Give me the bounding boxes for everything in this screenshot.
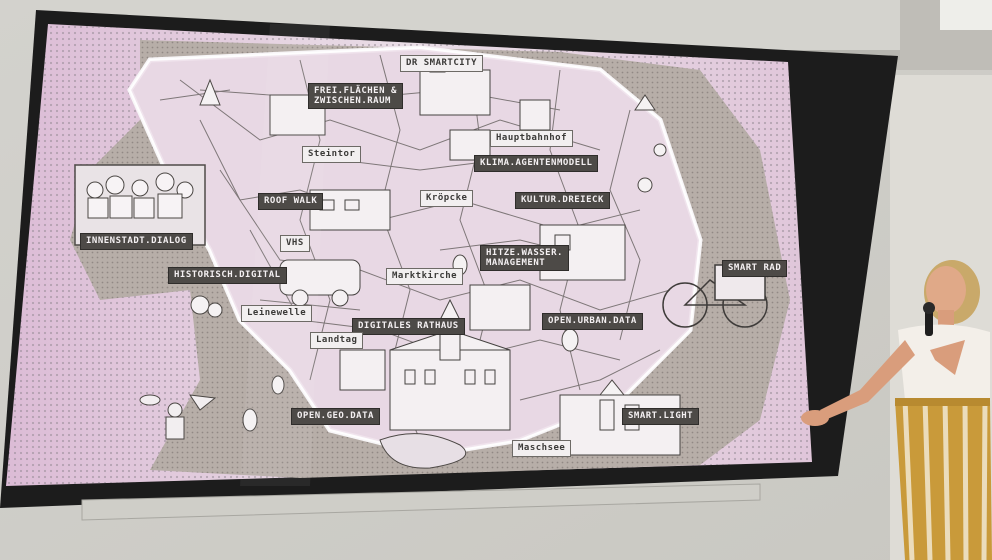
label-roof-walk: ROOF WALK bbox=[258, 193, 324, 210]
label-hitze-wasser-management: HITZE.WASSER. MANAGEMENT bbox=[480, 245, 569, 271]
building-clusters bbox=[269, 59, 681, 456]
label-landtag: Landtag bbox=[310, 332, 364, 349]
label-kultur-dreieck: KULTUR.DREIECK bbox=[515, 192, 610, 209]
label-historisch-digital: HISTORISCH.DIGITAL bbox=[168, 267, 287, 284]
label-open-urban-data: OPEN.URBAN.DATA bbox=[542, 313, 643, 330]
maschsee-water bbox=[379, 433, 467, 469]
label-klima-agentenmodell: KLIMA.AGENTENMODELL bbox=[474, 155, 599, 172]
innenstadt-crowd-illustration bbox=[86, 172, 194, 219]
label-hauptbahnhof: Hauptbahnhof bbox=[490, 130, 574, 147]
screen-bottom-bar bbox=[81, 483, 761, 521]
label-steintor: Steintor bbox=[302, 146, 362, 163]
presenter bbox=[801, 260, 992, 560]
label-frei-flaechen: FREI.FLÄCHEN & ZWISCHEN.RAUM bbox=[308, 83, 403, 109]
label-kroepcke: Kröpcke bbox=[420, 190, 474, 207]
city-core-tint bbox=[130, 48, 700, 455]
label-open-geo-data: OPEN.GEO.DATA bbox=[291, 408, 380, 425]
label-smart-light: SMART.LIGHT bbox=[622, 408, 700, 425]
projector-beam-highlight bbox=[240, 24, 330, 486]
label-maschsee: Maschsee bbox=[512, 440, 572, 457]
label-smart-rad: SMART RAD bbox=[722, 260, 788, 277]
label-dr-smartcity: DR SMARTCITY bbox=[400, 55, 484, 72]
figure-with-kite bbox=[139, 394, 217, 440]
label-digitales-rathaus: DIGITALES RATHAUS bbox=[352, 318, 465, 335]
label-innenstadt-dialog: INNENSTADT.DIALOG bbox=[80, 233, 193, 250]
ceiling-light bbox=[940, 0, 992, 30]
label-marktkirche: Marktkirche bbox=[386, 268, 464, 285]
label-vhs: VHS bbox=[280, 235, 310, 252]
label-leinewelle: Leinewelle bbox=[241, 305, 313, 322]
